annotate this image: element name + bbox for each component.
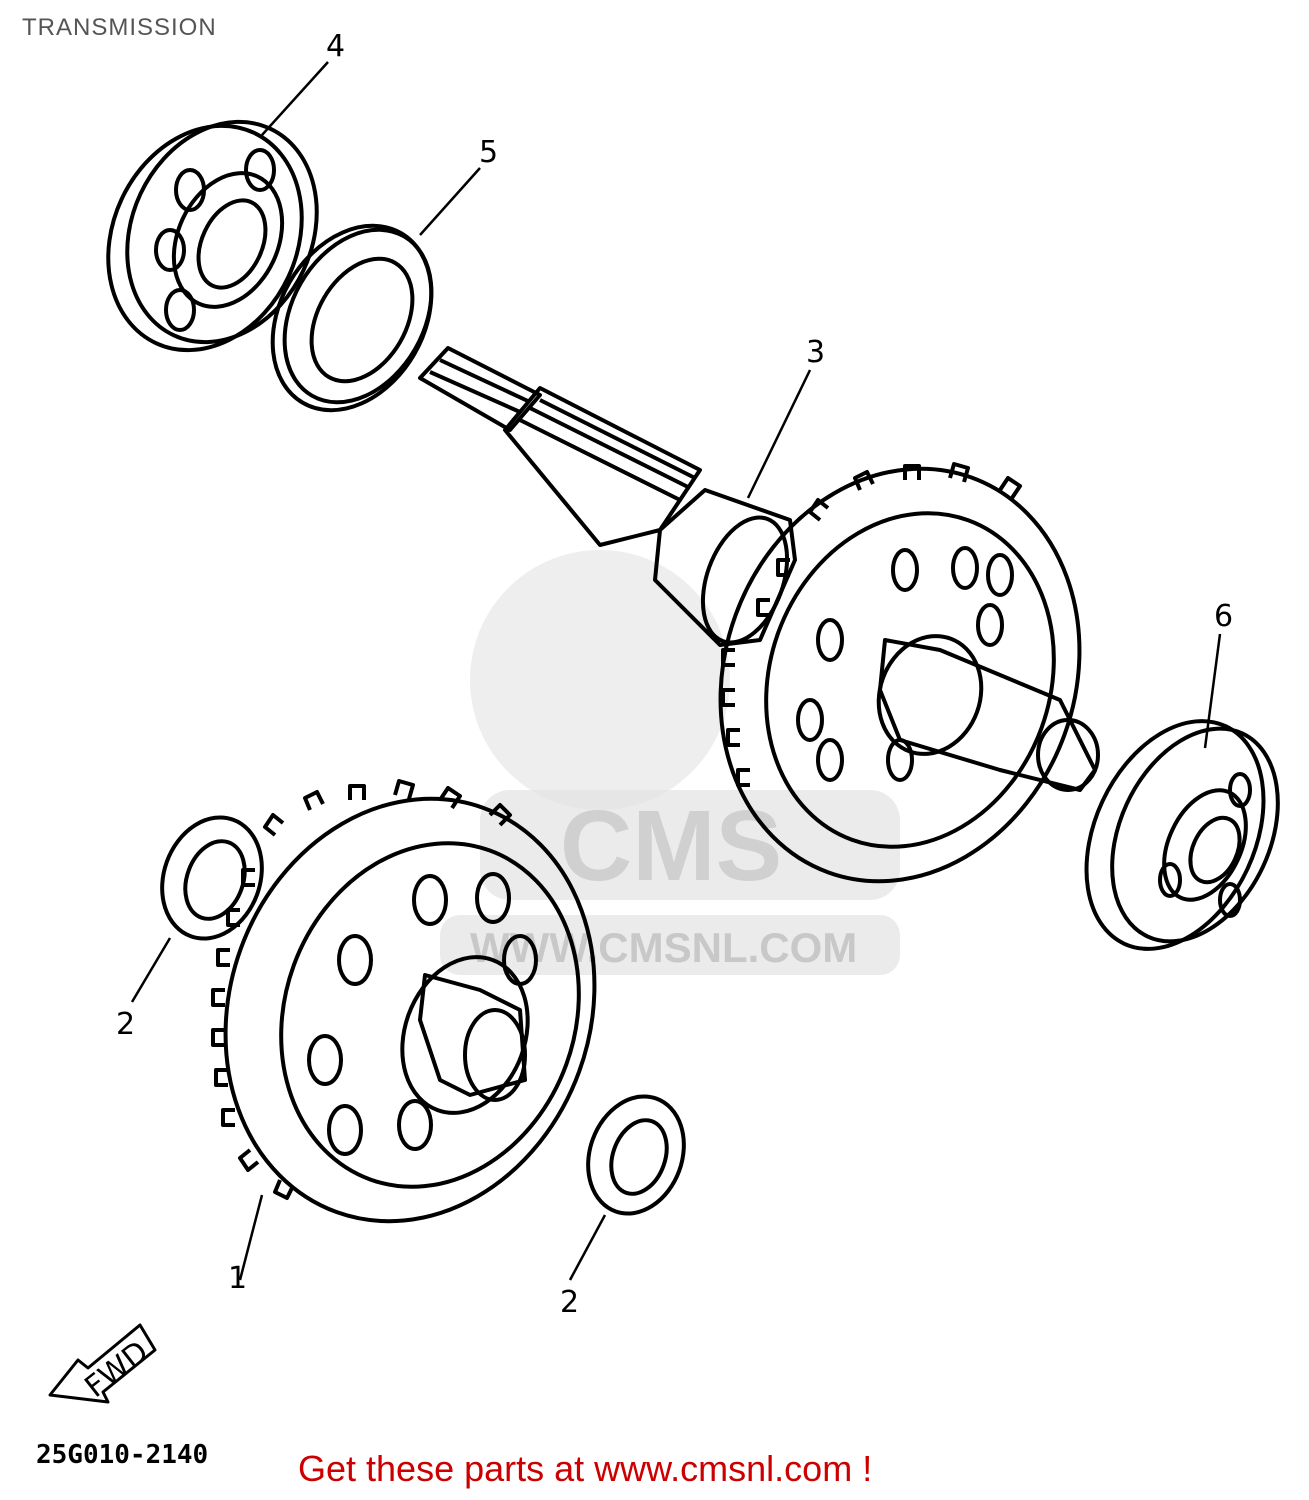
- gear-upper: [718, 462, 1100, 884]
- bearing-4: [106, 119, 319, 353]
- callout-1: 1: [228, 1261, 247, 1296]
- callout-numbers: 4 5 3 6 2 2 1: [116, 29, 1233, 1320]
- fwd-arrow-icon: [48, 1323, 157, 1404]
- washer-2-upper: [160, 815, 264, 941]
- oil-seal-5: [270, 223, 434, 413]
- gear-lower-1: [211, 779, 597, 1224]
- bearing-6: [1084, 719, 1280, 951]
- callout-2-upper: 2: [116, 1007, 135, 1042]
- callout-2-lower: 2: [560, 1285, 579, 1320]
- watermark-url: WWW.CMSNL.COM: [470, 924, 857, 971]
- watermark-brand: CMS: [560, 790, 782, 902]
- cmsnl-watermark: CMS WWW.CMSNL.COM: [440, 550, 900, 975]
- callout-6: 6: [1214, 599, 1233, 634]
- callout-4: 4: [326, 29, 345, 64]
- washer-2-lower: [586, 1094, 686, 1216]
- callout-3: 3: [806, 335, 825, 370]
- leader-lines: [130, 61, 1222, 1281]
- page-title: TRANSMISSION: [22, 14, 217, 41]
- drawing-code: 25G010-2140: [36, 1440, 209, 1470]
- shaft-3: [418, 346, 797, 647]
- callout-5: 5: [479, 135, 498, 170]
- footer-link[interactable]: Get these parts at www.cmsnl.com !: [298, 1448, 873, 1489]
